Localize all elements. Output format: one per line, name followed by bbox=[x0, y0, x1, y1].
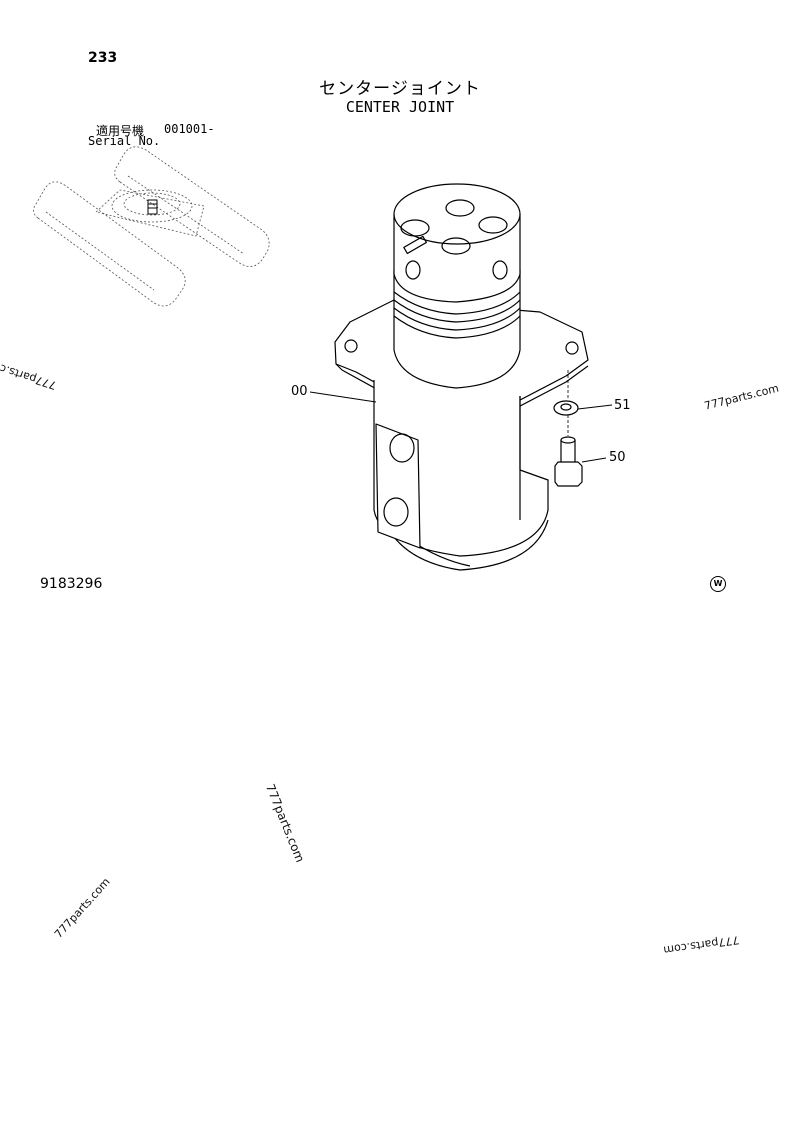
manufacturer-mark: W bbox=[710, 576, 726, 592]
page-number: 233 bbox=[88, 50, 118, 66]
undercarriage-inset bbox=[33, 146, 270, 307]
page-title-japanese: センタージョイント bbox=[319, 79, 481, 99]
inset-joint-icon bbox=[147, 199, 158, 215]
callout-00: 00 bbox=[291, 384, 308, 399]
callout-50: 50 bbox=[609, 450, 626, 465]
page-title: CENTER JOINT bbox=[345, 98, 455, 116]
document-number: 9183296 bbox=[40, 576, 103, 592]
callout-51: 51 bbox=[614, 398, 631, 413]
center-joint-drawing bbox=[309, 183, 613, 571]
serial-label: Serial No. bbox=[88, 134, 161, 148]
serial-code: 001001- bbox=[164, 122, 215, 136]
serial-label-japanese: 適用号機 bbox=[96, 124, 145, 138]
